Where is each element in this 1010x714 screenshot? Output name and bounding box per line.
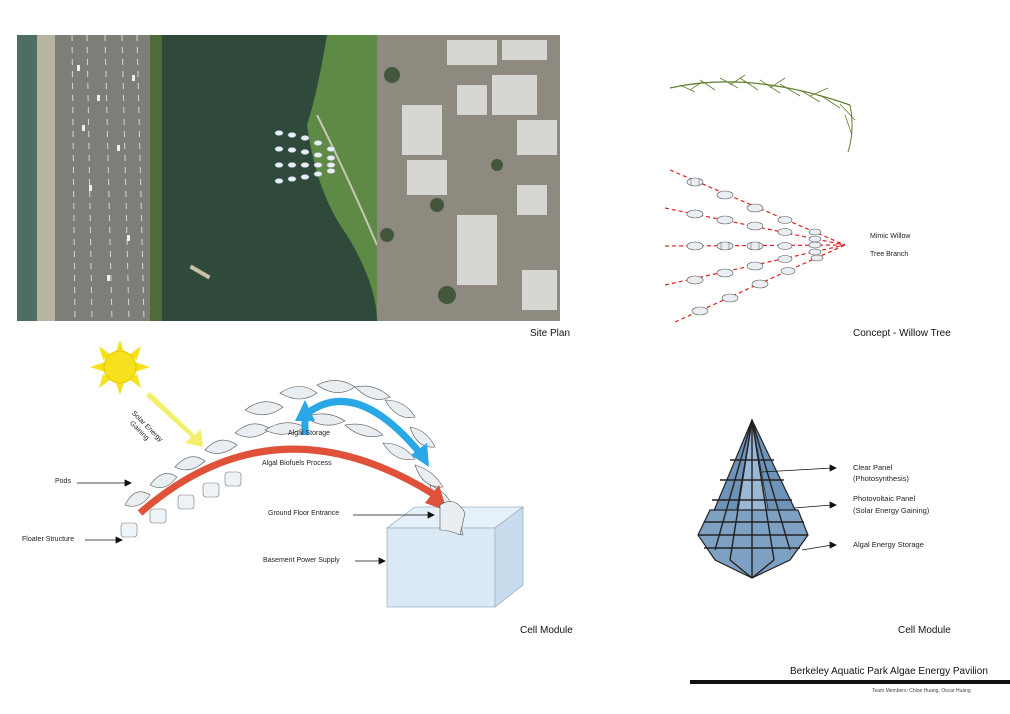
pods-label: Pods <box>55 478 71 485</box>
algal-storage-label: Algal Storage <box>288 430 331 437</box>
team-members: Team Members: Chloe Huang, Oscar Huang <box>872 688 971 694</box>
algal-storage-arrow <box>302 398 423 456</box>
concept-label-branch: Tree Branch <box>870 251 909 258</box>
solar-energy-arrow <box>146 392 203 447</box>
clear-panel-label: Clear Panel <box>853 463 893 472</box>
willow-branch-image <box>669 74 856 153</box>
photosynthesis-label: (Photosynthesis) <box>853 474 909 483</box>
algal-energy-storage-label: Algal Energy Storage <box>853 540 924 549</box>
cell-module-diagram <box>697 418 837 579</box>
title-underline <box>690 680 1010 684</box>
solar-gaining-label: (Solar Energy Gaining) <box>853 506 930 515</box>
concept-label-mimic: Mimic Willow <box>870 233 911 240</box>
floater-label: Floater Structure <box>22 536 75 543</box>
site-plan-aerial-image <box>17 35 560 321</box>
concept-caption: Concept - Willow Tree <box>853 328 951 339</box>
algal-biofuels-label: Algal Biofuels Process <box>262 460 332 467</box>
biofuels-arrow <box>137 445 437 516</box>
site-plan-caption: Site Plan <box>530 328 571 339</box>
cell-module-caption-right: Cell Module <box>898 625 951 636</box>
basement-box <box>385 506 525 608</box>
basement-label: Basement Power Supply <box>263 557 340 564</box>
ground-floor-label: Ground Floor Entrance <box>268 510 340 517</box>
sun-icon <box>90 340 150 395</box>
willow-concept-diagram <box>664 74 856 323</box>
cell-module-caption-left: Cell Module <box>520 625 573 636</box>
project-title: Berkeley Aquatic Park Algae Energy Pavil… <box>790 666 988 677</box>
pavilion-diagram <box>77 340 525 608</box>
pv-panel-label: Photovoltaic Panel <box>853 494 916 503</box>
